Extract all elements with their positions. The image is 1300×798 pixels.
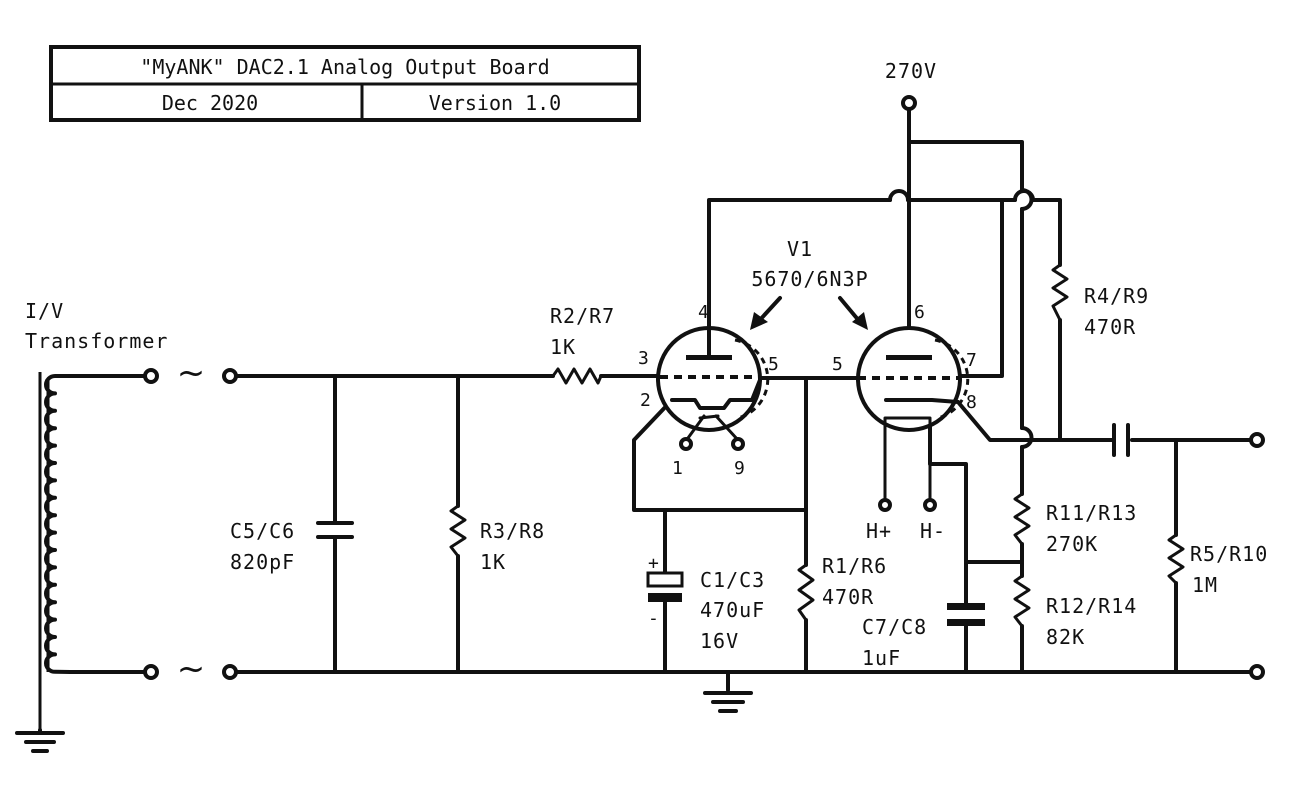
r5-value: 1M <box>1192 573 1218 597</box>
heater-hplus-label: H+ <box>866 519 892 543</box>
triode-a: 4 3 5 2 1 9 <box>638 302 779 479</box>
r1-ref: R1/R6 <box>822 554 887 578</box>
ground-icon <box>703 691 753 713</box>
tube-ref: V1 <box>787 237 813 261</box>
r4-value: 470R <box>1084 315 1136 339</box>
supply-terminal <box>901 95 917 111</box>
pin3-label: 3 <box>638 348 649 369</box>
c1-value: 470uF <box>700 598 765 622</box>
output-terminal-ground <box>1249 664 1265 680</box>
transformer-ground-icon <box>15 728 65 753</box>
r3-value: 1K <box>480 550 506 574</box>
pin4-label: 4 <box>698 302 709 323</box>
r3-ref: R3/R8 <box>480 519 545 543</box>
pin1-label: 1 <box>672 458 683 479</box>
output-terminal-signal <box>1249 432 1265 448</box>
board-version: Version 1.0 <box>429 91 561 115</box>
arrow-to-triode-a-icon <box>750 296 782 330</box>
pin7-label: 7 <box>966 350 977 371</box>
r11-value: 270K <box>1046 532 1098 556</box>
wires <box>234 140 1252 692</box>
title-block: "MyANK" DAC2.1 Analog Output Board Dec 2… <box>49 45 641 122</box>
capacitor-c7-c8: C7/C8 1uF <box>862 603 985 670</box>
c1-plus: + <box>648 553 659 574</box>
c5-ref: C5/C6 <box>230 519 295 543</box>
resistor-r11-r13: R11/R13 270K <box>1013 492 1137 556</box>
r12-value: 82K <box>1046 625 1085 649</box>
pin5b-label: 5 <box>832 354 843 375</box>
c1-minus: - <box>648 608 659 629</box>
pin9-label: 9 <box>734 458 745 479</box>
c5-value: 820pF <box>230 550 295 574</box>
tube-v1-label: V1 5670/6N3P <box>750 237 868 330</box>
resistor-r3-r8: R3/R8 1K <box>449 504 545 574</box>
resistor-r2-r7: R2/R7 1K <box>550 304 615 385</box>
c1-ref: C1/C3 <box>700 568 765 592</box>
r12-ref: R12/R14 <box>1046 594 1137 618</box>
resistor-r4-r9: R4/R9 470R <box>1051 263 1149 339</box>
input-terminal-top <box>143 368 159 384</box>
pin8-label: 8 <box>966 392 977 413</box>
r5-ref: R5/R10 <box>1190 542 1268 566</box>
tube-type: 5670/6N3P <box>751 267 868 291</box>
board-date: Dec 2020 <box>162 91 258 115</box>
supply-270v: 270V <box>885 59 937 144</box>
resistor-r1-r6: R1/R6 470R <box>797 554 887 622</box>
pin6-label: 6 <box>914 302 925 323</box>
heater-hminus-terminal <box>923 498 937 512</box>
c1-rating: 16V <box>700 629 739 653</box>
r1-value: 470R <box>822 585 874 609</box>
r4-ref: R4/R9 <box>1084 284 1149 308</box>
resistor-r12-r14: R12/R14 82K <box>1013 574 1137 649</box>
supply-label: 270V <box>885 59 937 83</box>
pin9-terminal <box>731 437 745 451</box>
r11-ref: R11/R13 <box>1046 501 1137 525</box>
resistor-r5-r10: R5/R10 1M <box>1167 533 1268 597</box>
capacitor-c1-c3: + - C1/C3 470uF 16V <box>646 553 765 653</box>
r2-ref: R2/R7 <box>550 304 615 328</box>
transformer-label-line2: Transformer <box>25 329 168 353</box>
transformer-label-line1: I/V <box>25 299 64 323</box>
input-terminal-bottom <box>143 664 159 680</box>
r2-value: 1K <box>550 335 576 359</box>
ac-symbol-icon: ~ <box>177 649 206 689</box>
arrow-to-triode-b-icon <box>838 296 868 330</box>
c7-value: 1uF <box>862 646 901 670</box>
coupling-capacitor-icon <box>1112 423 1130 457</box>
c7-ref: C7/C8 <box>862 615 927 639</box>
heater-hplus-terminal <box>878 498 892 512</box>
heater-hminus-label: H- <box>920 519 946 543</box>
capacitor-c5-c6: C5/C6 820pF <box>230 519 354 574</box>
board-title: "MyANK" DAC2.1 Analog Output Board <box>140 55 549 79</box>
pin2-label: 2 <box>640 390 651 411</box>
pin5a-label: 5 <box>768 354 779 375</box>
input-terminals: ~ ~ <box>143 353 238 689</box>
transformer-winding <box>44 374 72 674</box>
iv-transformer: I/V Transformer <box>15 299 168 753</box>
pin1-terminal <box>679 437 693 451</box>
ac-symbol-icon: ~ <box>177 353 206 393</box>
triode-b: 6 5 7 8 H+ H- <box>832 302 977 543</box>
